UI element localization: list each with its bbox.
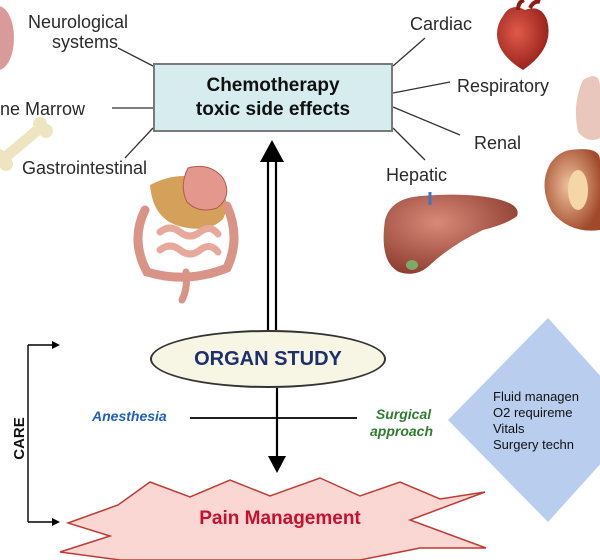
double-arrow xyxy=(260,140,284,330)
title-line-2: toxic side effects xyxy=(195,99,351,120)
label-respiratory: Respiratory xyxy=(457,76,550,96)
care-bracket xyxy=(27,341,60,526)
title-line-1: Chemotherapy xyxy=(206,75,340,96)
line-renal xyxy=(392,106,461,136)
label-neurological: Neurological systems xyxy=(28,12,128,52)
kidney-illustration xyxy=(544,149,600,231)
lung-illustration xyxy=(575,76,600,140)
brain-illustration xyxy=(0,6,14,70)
neurological-line-1: Neurological xyxy=(28,12,129,32)
label-surgical-approach: Surgical approach xyxy=(370,406,433,440)
down-arrow xyxy=(268,388,286,473)
surgical-item: Vitals xyxy=(493,421,525,436)
gastrointestinal-illustration xyxy=(133,165,239,304)
neurological-line-2: systems xyxy=(52,32,119,52)
organ-study-oval: ORGAN STUDY xyxy=(150,330,386,388)
surgical-items-list: Fluid managen O2 requireme Vitals Surger… xyxy=(493,389,579,453)
label-cardiac: Cardiac xyxy=(410,14,473,34)
surgical-diamond xyxy=(448,318,600,522)
liver-illustration xyxy=(383,192,518,274)
line-respiratory xyxy=(392,81,451,94)
pain-management-label: Pain Management xyxy=(199,508,361,529)
heart-illustration xyxy=(497,0,549,71)
surgical-line-1: Surgical xyxy=(375,406,432,422)
connector-lines xyxy=(112,37,461,161)
label-anesthesia: Anesthesia xyxy=(92,408,167,424)
label-renal: Renal xyxy=(474,133,522,153)
line-cardiac xyxy=(392,37,426,67)
label-gastrointestinal: Gastrointestinal xyxy=(22,158,148,178)
label-hepatic: Hepatic xyxy=(386,165,448,185)
line-gastro xyxy=(124,127,154,159)
line-hepatic xyxy=(392,127,426,161)
surgical-line-2: approach xyxy=(370,423,434,439)
surgical-item: Surgery techn xyxy=(493,437,574,452)
surgical-item: Fluid managen xyxy=(493,389,579,404)
surgical-item: O2 requireme xyxy=(493,405,573,420)
care-label: CARE xyxy=(10,417,28,460)
pain-star xyxy=(59,477,487,560)
bone-illustration xyxy=(0,117,53,171)
label-bone-marrow: ne Marrow xyxy=(0,99,86,119)
chemotherapy-title-box: Chemotherapy toxic side effects xyxy=(153,63,393,132)
line-neurological xyxy=(117,47,154,67)
